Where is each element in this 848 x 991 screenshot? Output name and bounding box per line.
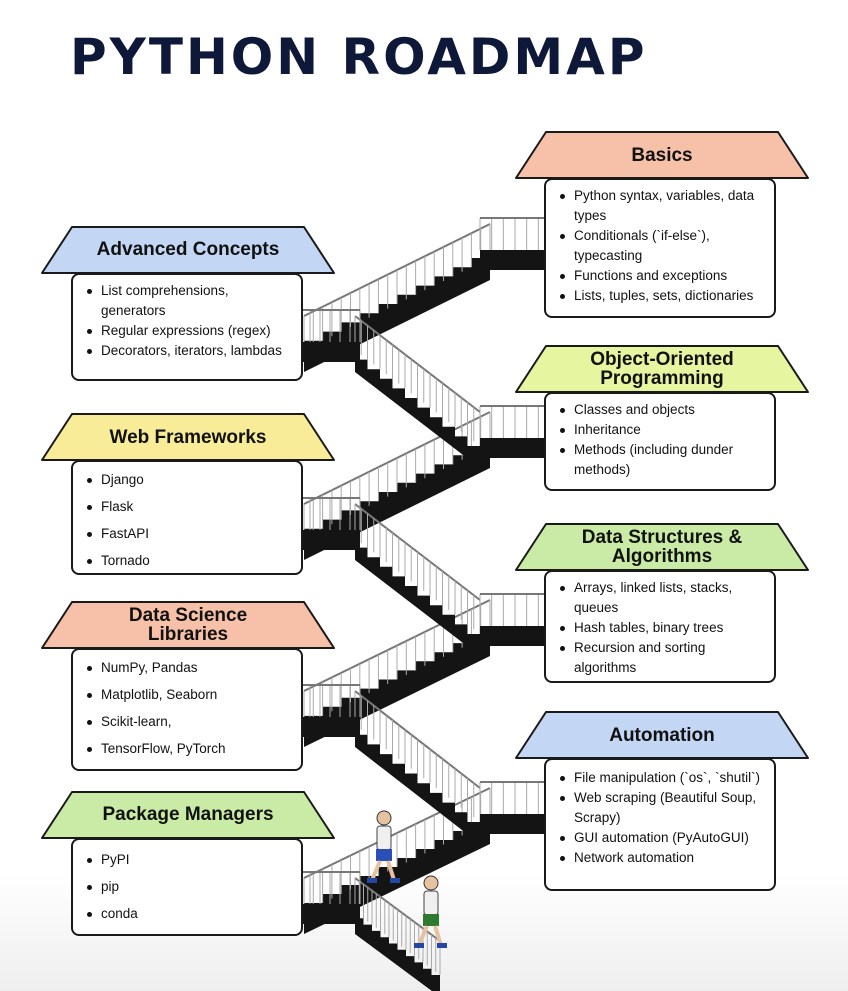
list-item: Inheritance	[560, 420, 764, 440]
card-package-managers-title: Package Managers	[102, 804, 274, 825]
person-walking-leg	[433, 925, 443, 946]
roof-advanced-concepts: Advanced Concepts	[40, 225, 336, 275]
person-climbing-torso	[376, 825, 392, 851]
list-item: Classes and objects	[560, 400, 764, 420]
list-item: pip	[87, 877, 291, 897]
page-title: PYTHON ROADMAP	[70, 28, 648, 86]
list-item: TensorFlow, PyTorch	[87, 739, 291, 759]
card-basics-title: Basics	[631, 145, 693, 166]
person-walking-leg	[417, 925, 429, 946]
stair-flight	[355, 538, 480, 656]
card-advanced-concepts: Advanced Concepts List comprehensions, g…	[40, 225, 336, 383]
list-item: Matplotlib, Seaborn	[87, 685, 291, 705]
card-basics: Basics Python syntax, variables, data ty…	[514, 130, 810, 320]
card-advanced-concepts-title: Advanced Concepts	[96, 239, 280, 260]
roof-web-frameworks: Web Frameworks	[40, 412, 336, 462]
list-item: PyPI	[87, 850, 291, 870]
roof-data-structures-algorithms: Data Structures & Algorithms	[514, 522, 810, 572]
list-item: Decorators, iterators, lambdas	[87, 341, 291, 361]
person-climbing-leg	[370, 860, 382, 881]
card-web-frameworks-title: Web Frameworks	[109, 427, 267, 448]
list-item: File manipulation (`os`, `shutil`)	[560, 768, 764, 788]
roof-basics: Basics	[514, 130, 810, 180]
stair-landing	[300, 904, 360, 924]
list-item: FastAPI	[87, 524, 291, 544]
roof-object-oriented-programming: Object-Oriented Programming	[514, 344, 810, 394]
card-data-structures-algorithms: Data Structures & Algorithms Arrays, lin…	[514, 522, 810, 685]
roof-automation: Automation	[514, 710, 810, 760]
list-item: Recursion and sorting algorithms	[560, 638, 764, 678]
roof-package-managers: Package Managers	[40, 790, 336, 840]
list-item: Functions and exceptions	[560, 266, 764, 286]
person-walking-shoe	[414, 943, 424, 948]
card-object-oriented-programming-title: Object-Oriented Programming	[590, 349, 734, 389]
list-item: Conditionals (`if-else`), typecasting	[560, 226, 764, 266]
list-item: Web scraping (Beautiful Soup, Scrapy)	[560, 788, 764, 828]
list-item: List comprehensions, generators	[87, 281, 291, 321]
card-basics-body: Python syntax, variables, data types Con…	[544, 178, 776, 318]
card-data-structures-algorithms-title: Data Structures & Algorithms	[581, 527, 743, 567]
person-walking-shoe	[437, 943, 447, 948]
stair-landing	[480, 626, 550, 646]
card-object-oriented-programming: Object-Oriented Programming Classes and …	[514, 344, 810, 493]
card-web-frameworks: Web Frameworks Django Flask FastAPI Torn…	[40, 412, 336, 577]
person-walking-shorts	[423, 914, 439, 926]
list-item: GUI automation (PyAutoGUI)	[560, 828, 764, 848]
list-item: Network automation	[560, 848, 764, 868]
stair-landing	[300, 530, 360, 550]
list-item: Lists, tuples, sets, dictionaries	[560, 286, 764, 306]
person-climbing-shoe	[367, 878, 377, 883]
list-item: Django	[87, 470, 291, 490]
card-automation-title: Automation	[609, 725, 715, 746]
person-climbing-shorts	[376, 849, 392, 861]
stair-landing	[480, 814, 550, 834]
stair-landing	[480, 250, 550, 270]
stair-landing	[300, 342, 360, 362]
person-climbing-leg	[386, 860, 396, 881]
stair-flight	[355, 350, 480, 468]
card-object-oriented-programming-body: Classes and objects Inheritance Methods …	[544, 392, 776, 491]
person-walking-torso	[423, 890, 439, 916]
list-item: conda	[87, 904, 291, 924]
card-data-science-libraries: Data Science Libraries NumPy, Pandas Mat…	[40, 600, 336, 773]
card-data-structures-algorithms-body: Arrays, linked lists, stacks, queues Has…	[544, 570, 776, 683]
list-item: Hash tables, binary trees	[560, 618, 764, 638]
list-item: Scikit-learn,	[87, 712, 291, 732]
list-item: NumPy, Pandas	[87, 658, 291, 678]
list-item: Python syntax, variables, data types	[560, 186, 764, 226]
person-climbing-head	[376, 810, 392, 826]
card-automation: Automation File manipulation (`os`, `shu…	[514, 710, 810, 893]
card-data-science-libraries-body: NumPy, Pandas Matplotlib, Seaborn Scikit…	[71, 648, 303, 771]
card-automation-body: File manipulation (`os`, `shutil`) Web s…	[544, 758, 776, 891]
card-package-managers: Package Managers PyPI pip conda	[40, 790, 336, 938]
list-item: Arrays, linked lists, stacks, queues	[560, 578, 764, 618]
list-item: Tornado	[87, 551, 291, 571]
card-package-managers-body: PyPI pip conda	[71, 838, 303, 936]
list-item: Regular expressions (regex)	[87, 321, 291, 341]
list-item: Methods (including dunder methods)	[560, 440, 764, 480]
stair-landing	[480, 438, 550, 458]
card-data-science-libraries-title: Data Science Libraries	[128, 605, 248, 645]
card-advanced-concepts-body: List comprehensions, generators Regular …	[71, 273, 303, 381]
person-walking-head	[423, 875, 439, 891]
list-item: Flask	[87, 497, 291, 517]
stair-landing	[300, 717, 360, 737]
roof-data-science-libraries: Data Science Libraries	[40, 600, 336, 650]
stair-flight	[355, 725, 480, 844]
person-climbing-shoe	[390, 878, 400, 883]
stair-flight	[355, 912, 440, 991]
card-web-frameworks-body: Django Flask FastAPI Tornado	[71, 460, 303, 575]
